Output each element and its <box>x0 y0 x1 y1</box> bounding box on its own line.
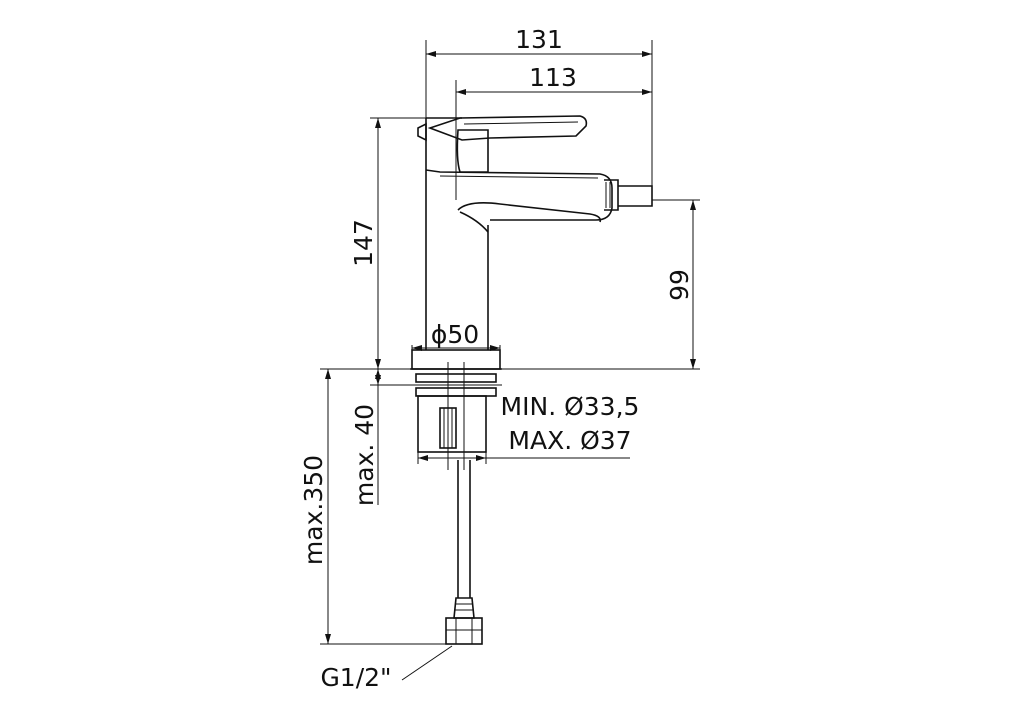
dimension-hose-length: max.350 <box>299 368 446 645</box>
dim-label-113: 113 <box>529 63 577 92</box>
dim-label-131: 131 <box>515 25 563 54</box>
dimension-spout-reach: 113 <box>455 63 652 200</box>
supply-hose <box>445 460 483 645</box>
faucet-base: ϕ50 <box>411 320 501 370</box>
dim-label-hole-min: MIN. Ø33,5 <box>501 392 640 421</box>
dim-label-hole-max: MAX. Ø37 <box>508 426 631 455</box>
faucet-body <box>417 115 653 350</box>
dimension-spout-height: 99 <box>500 199 700 370</box>
dimension-hole-diameter: MIN. Ø33,5 MAX. Ø37 <box>417 392 640 464</box>
deck-section <box>410 362 502 470</box>
dimension-deck-thickness: max. 40 <box>350 369 410 506</box>
dim-label-max-350: max.350 <box>299 455 328 565</box>
dim-label-99: 99 <box>665 269 694 301</box>
dim-label-max-40: max. 40 <box>350 404 379 506</box>
dim-label-147: 147 <box>349 219 378 267</box>
dim-label-base-diameter: ϕ50 <box>431 320 479 349</box>
dimension-overall-height: 147 <box>349 117 426 370</box>
connection-callout: G1/2" <box>320 645 453 692</box>
dim-label-connection: G1/2" <box>320 663 391 692</box>
dimension-overall-depth: 131 <box>425 25 653 200</box>
